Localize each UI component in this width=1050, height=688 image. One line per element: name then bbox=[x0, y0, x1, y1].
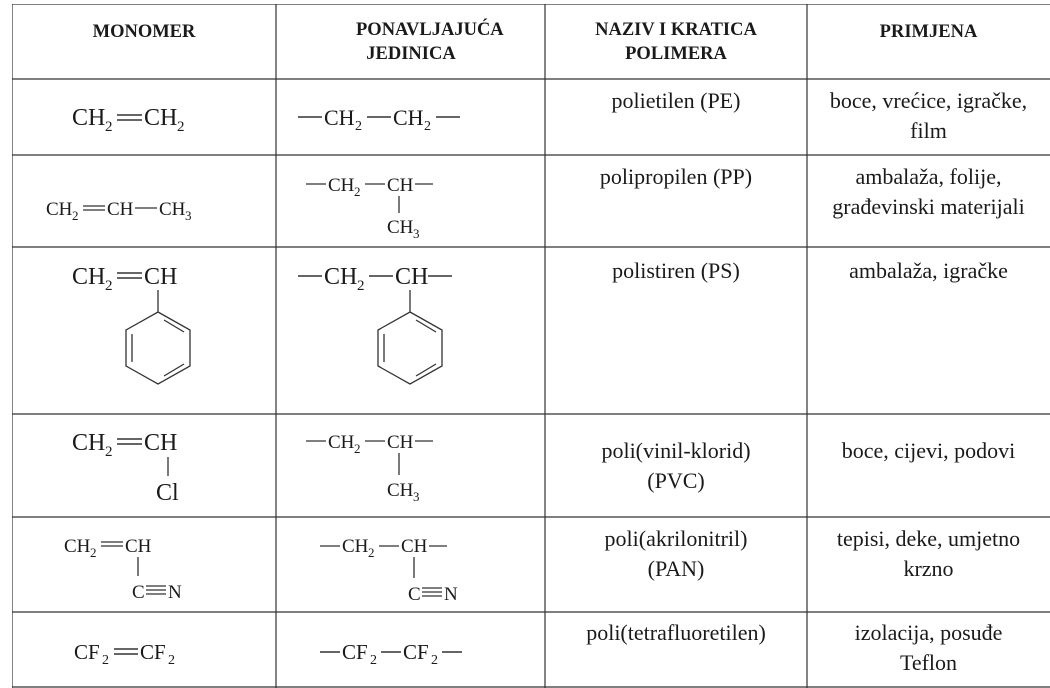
repeating-unit-formula: CH 2 CH bbox=[298, 264, 452, 385]
svg-text:CH: CH bbox=[72, 264, 105, 290]
svg-text:CH: CH bbox=[387, 432, 414, 453]
monomer-formula: CH 2 CH Cl bbox=[72, 430, 179, 506]
svg-text:2: 2 bbox=[370, 653, 377, 668]
header-monomer: MONOMER bbox=[92, 22, 196, 42]
svg-text:CH: CH bbox=[324, 264, 357, 290]
monomer-formula: CH 2 CH CH 3 bbox=[46, 199, 192, 223]
repeating-unit-formula: CH 2 CH 2 bbox=[298, 105, 460, 134]
svg-text:CH: CH bbox=[324, 105, 355, 130]
svg-text:2: 2 bbox=[105, 444, 113, 460]
svg-text:N: N bbox=[444, 584, 458, 605]
repeating-unit-formula: CH 2 CH CH 3 bbox=[306, 175, 433, 241]
svg-text:2: 2 bbox=[105, 119, 113, 135]
svg-text:2: 2 bbox=[431, 653, 438, 668]
svg-text:CH: CH bbox=[144, 430, 177, 456]
svg-text:CH: CH bbox=[64, 536, 91, 557]
svg-text:CH: CH bbox=[144, 264, 177, 290]
svg-text:2: 2 bbox=[102, 653, 109, 668]
monomer-formula: CH 2 CH bbox=[72, 264, 191, 385]
svg-text:CH: CH bbox=[328, 175, 355, 196]
polymer-name: polietilen (PE) bbox=[611, 88, 741, 113]
polymer-name: polipropilen (PP) bbox=[599, 164, 753, 189]
svg-text:2: 2 bbox=[354, 441, 361, 456]
svg-text:CH: CH bbox=[144, 105, 177, 131]
svg-text:CH: CH bbox=[46, 199, 73, 220]
svg-text:CH: CH bbox=[401, 536, 428, 557]
svg-text:2: 2 bbox=[354, 184, 361, 199]
svg-text:2: 2 bbox=[168, 653, 175, 668]
svg-text:N: N bbox=[168, 582, 182, 603]
monomer-formula: CH 2 CH C N bbox=[64, 536, 182, 603]
svg-text:CF: CF bbox=[342, 640, 368, 664]
header-use: PRIMJENA bbox=[879, 22, 978, 42]
svg-text:C: C bbox=[132, 582, 145, 603]
svg-text:CH: CH bbox=[387, 217, 414, 238]
header-polymer-name: NAZIV I KRATICA POLIMERA bbox=[595, 20, 757, 64]
polymer-use: boce, vrećice, igračke,film bbox=[829, 88, 1028, 143]
svg-text:CH: CH bbox=[72, 430, 105, 456]
monomer-formula: CF 2 CF 2 bbox=[74, 640, 175, 668]
table-grid bbox=[12, 4, 1050, 688]
monomer-formula: CH 2 CH 2 bbox=[72, 105, 185, 135]
polymer-name: poli(vinil-klorid)(PVC) bbox=[601, 438, 751, 493]
svg-text:2: 2 bbox=[424, 119, 431, 134]
polymer-name: poli(akrilonitril)(PAN) bbox=[604, 526, 748, 581]
repeating-unit-formula: CF 2 CF 2 bbox=[320, 640, 462, 668]
svg-text:CH: CH bbox=[159, 199, 186, 220]
svg-text:CH: CH bbox=[393, 105, 424, 130]
svg-text:2: 2 bbox=[177, 119, 185, 135]
svg-text:CH: CH bbox=[72, 105, 105, 131]
svg-text:2: 2 bbox=[72, 208, 79, 223]
svg-text:2: 2 bbox=[368, 545, 375, 560]
svg-text:CH: CH bbox=[395, 264, 428, 290]
svg-text:2: 2 bbox=[105, 278, 113, 294]
svg-text:CF: CF bbox=[403, 640, 429, 664]
repeating-unit-formula: CH 2 CH C N bbox=[320, 536, 458, 605]
polymer-use: boce, cijevi, podovi bbox=[841, 438, 1016, 463]
svg-text:CH: CH bbox=[107, 199, 134, 220]
repeating-unit-formula: CH 2 CH CH 3 bbox=[306, 432, 433, 504]
svg-text:2: 2 bbox=[355, 119, 362, 134]
header-repeating-unit: PONAVLJAJUĆA JEDINICA bbox=[356, 20, 504, 64]
svg-text:C: C bbox=[408, 584, 421, 605]
polymer-use: ambalaža, folije,građevinski materijali bbox=[832, 164, 1025, 219]
svg-text:2: 2 bbox=[90, 545, 97, 560]
svg-text:CF: CF bbox=[74, 640, 100, 664]
svg-text:3: 3 bbox=[413, 489, 420, 504]
benzene-ring-icon bbox=[125, 311, 191, 385]
svg-text:CH: CH bbox=[387, 175, 414, 196]
svg-text:2: 2 bbox=[357, 278, 365, 294]
polymer-use: ambalaža, igračke bbox=[849, 258, 1008, 283]
svg-text:CH: CH bbox=[328, 432, 355, 453]
svg-text:CF: CF bbox=[140, 640, 166, 664]
polymer-table: MONOMER PONAVLJAJUĆA JEDINICA NAZIV I KR… bbox=[12, 4, 1050, 688]
svg-text:CH: CH bbox=[125, 536, 152, 557]
svg-text:Cl: Cl bbox=[156, 480, 179, 506]
benzene-ring-icon bbox=[377, 311, 443, 385]
polymer-name: polistiren (PS) bbox=[612, 258, 740, 283]
svg-text:3: 3 bbox=[413, 226, 420, 241]
svg-text:CH: CH bbox=[387, 480, 414, 501]
polymer-name: poli(tetrafluoretilen) bbox=[586, 620, 766, 645]
svg-text:CH: CH bbox=[342, 536, 369, 557]
svg-text:3: 3 bbox=[185, 208, 192, 223]
